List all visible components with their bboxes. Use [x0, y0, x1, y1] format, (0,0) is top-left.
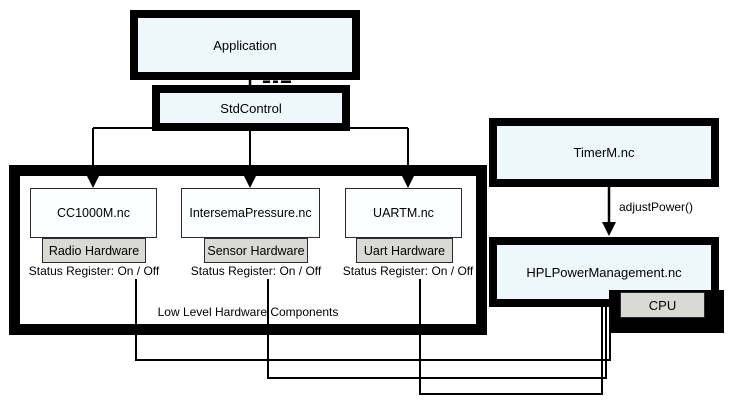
wire-uart-status-to-cpu — [419, 279, 603, 395]
component-label: UARTM.nc — [373, 206, 434, 220]
component-box-intersemapressure: IntersemaPressure.nc — [181, 188, 320, 238]
branch-arrowheads — [86, 174, 415, 188]
hplpowermanagement-label: HPLPowerManagement.nc — [526, 264, 682, 280]
timerm-box: TimerM.nc — [489, 118, 719, 187]
adjustpower-label: adjustPower() — [619, 200, 694, 214]
wire-sensor-status-to-cpu — [267, 279, 607, 379]
application-box: Application — [130, 10, 360, 80]
arrowhead-cc1000m — [86, 174, 100, 188]
application-label: Application — [213, 37, 277, 53]
low-level-hardware-label: Low Level Hardware Components — [157, 305, 339, 319]
component-label: CC1000M.nc — [57, 206, 130, 220]
clipped-text-fragments — [263, 80, 291, 83]
timer-to-power-arrow — [602, 187, 616, 236]
status-register-text-radio: Status Register: On / Off — [28, 264, 160, 278]
stdcontrol-branch-lines — [92, 127, 409, 176]
cpu-label: CPU — [648, 297, 677, 313]
arrowhead-uartm — [401, 174, 415, 188]
stdcontrol-label: StdControl — [220, 100, 282, 116]
status-register-text-sensor: Status Register: On / Off — [190, 264, 322, 278]
arrowhead-intersema — [243, 174, 257, 188]
component-label: IntersemaPressure.nc — [189, 206, 312, 220]
hardware-label: Radio Hardware — [48, 243, 140, 258]
component-box-cc1000m: CC1000M.nc — [30, 188, 157, 238]
hardware-label: Sensor Hardware — [207, 243, 305, 258]
hardware-box-sensor: Sensor Hardware — [204, 238, 308, 263]
hardware-box-radio: Radio Hardware — [42, 238, 146, 263]
timerm-label: TimerM.nc — [573, 145, 635, 160]
hardware-box-uart: Uart Hardware — [356, 238, 453, 263]
cpu-box: CPU — [620, 292, 705, 318]
stdcontrol-box: StdControl — [152, 85, 350, 131]
hardware-label: Uart Hardware — [363, 243, 446, 258]
component-box-uartm: UARTM.nc — [345, 188, 462, 238]
status-register-text-uart: Status Register: On / Off — [342, 264, 474, 278]
